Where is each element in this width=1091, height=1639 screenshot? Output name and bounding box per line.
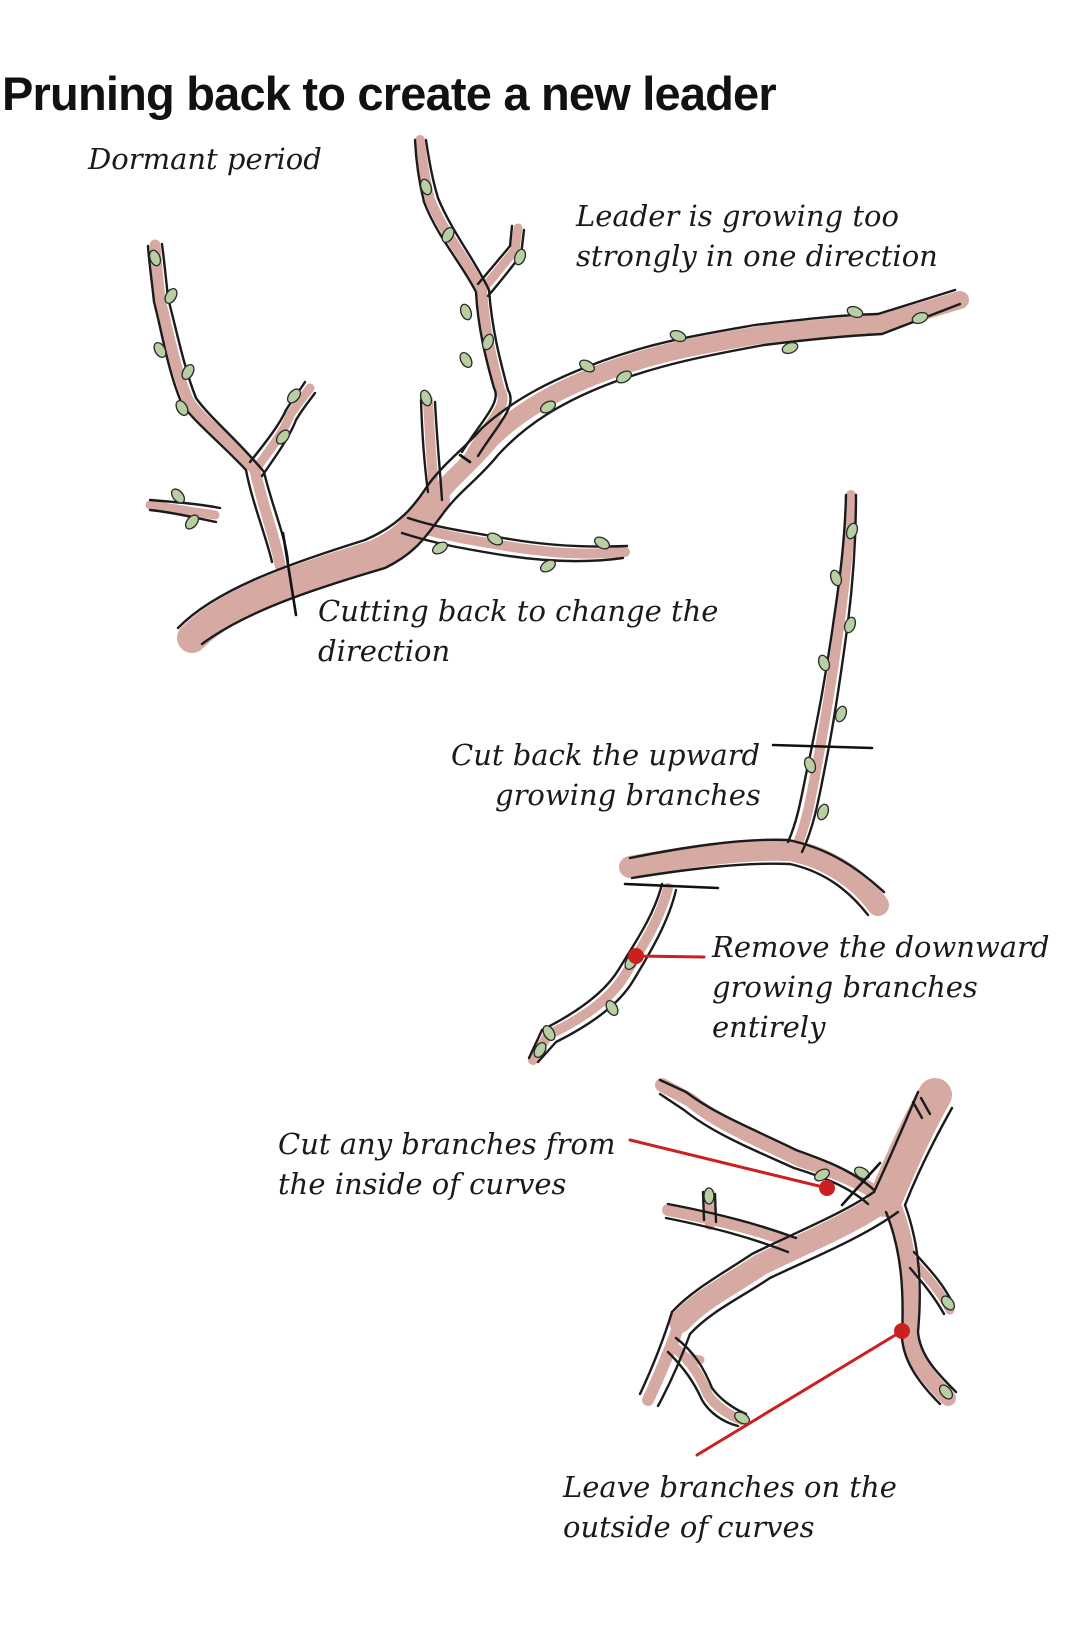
label-inside-line2: the inside of curves bbox=[278, 1167, 567, 1201]
pointer-dot-downward bbox=[628, 948, 644, 964]
label-outside-line1: Leave branches on the bbox=[563, 1470, 897, 1504]
pointer-dot-inside bbox=[819, 1180, 835, 1196]
cut-mark-inside bbox=[840, 1161, 882, 1207]
label-inside-line1: Cut any branches from bbox=[278, 1127, 616, 1161]
branch-curves bbox=[628, 1078, 958, 1457]
pointer-dot-outside bbox=[894, 1323, 910, 1339]
label-cutting-line1: Cutting back to change the bbox=[318, 594, 719, 628]
pointer-outside bbox=[695, 1329, 904, 1457]
label-leader-line2: strongly in one direction bbox=[576, 239, 938, 273]
label-dormant-period: Dormant period bbox=[88, 142, 322, 176]
label-leader-line1: Leader is growing too bbox=[576, 199, 899, 233]
label-downward-line2: growing branches bbox=[712, 970, 978, 1004]
branch-dormant-leader bbox=[145, 135, 969, 653]
diagram-title: Pruning back to create a new leader bbox=[2, 67, 777, 120]
label-upward-line2: growing branches bbox=[495, 778, 761, 812]
cut-mark-downward bbox=[623, 882, 720, 890]
pointer-downward bbox=[634, 954, 706, 959]
label-downward-line3: entirely bbox=[712, 1010, 826, 1044]
label-upward-line1: Cut back the upward bbox=[451, 738, 761, 772]
pointer-inside bbox=[628, 1138, 829, 1190]
branch-upward-downward bbox=[527, 490, 889, 1065]
label-outside-line2: outside of curves bbox=[563, 1510, 815, 1544]
label-downward-line1: Remove the downward bbox=[712, 930, 1050, 964]
cut-mark-change-direction bbox=[281, 531, 298, 617]
cut-mark-upward bbox=[771, 743, 874, 750]
label-cutting-line2: direction bbox=[318, 634, 451, 668]
